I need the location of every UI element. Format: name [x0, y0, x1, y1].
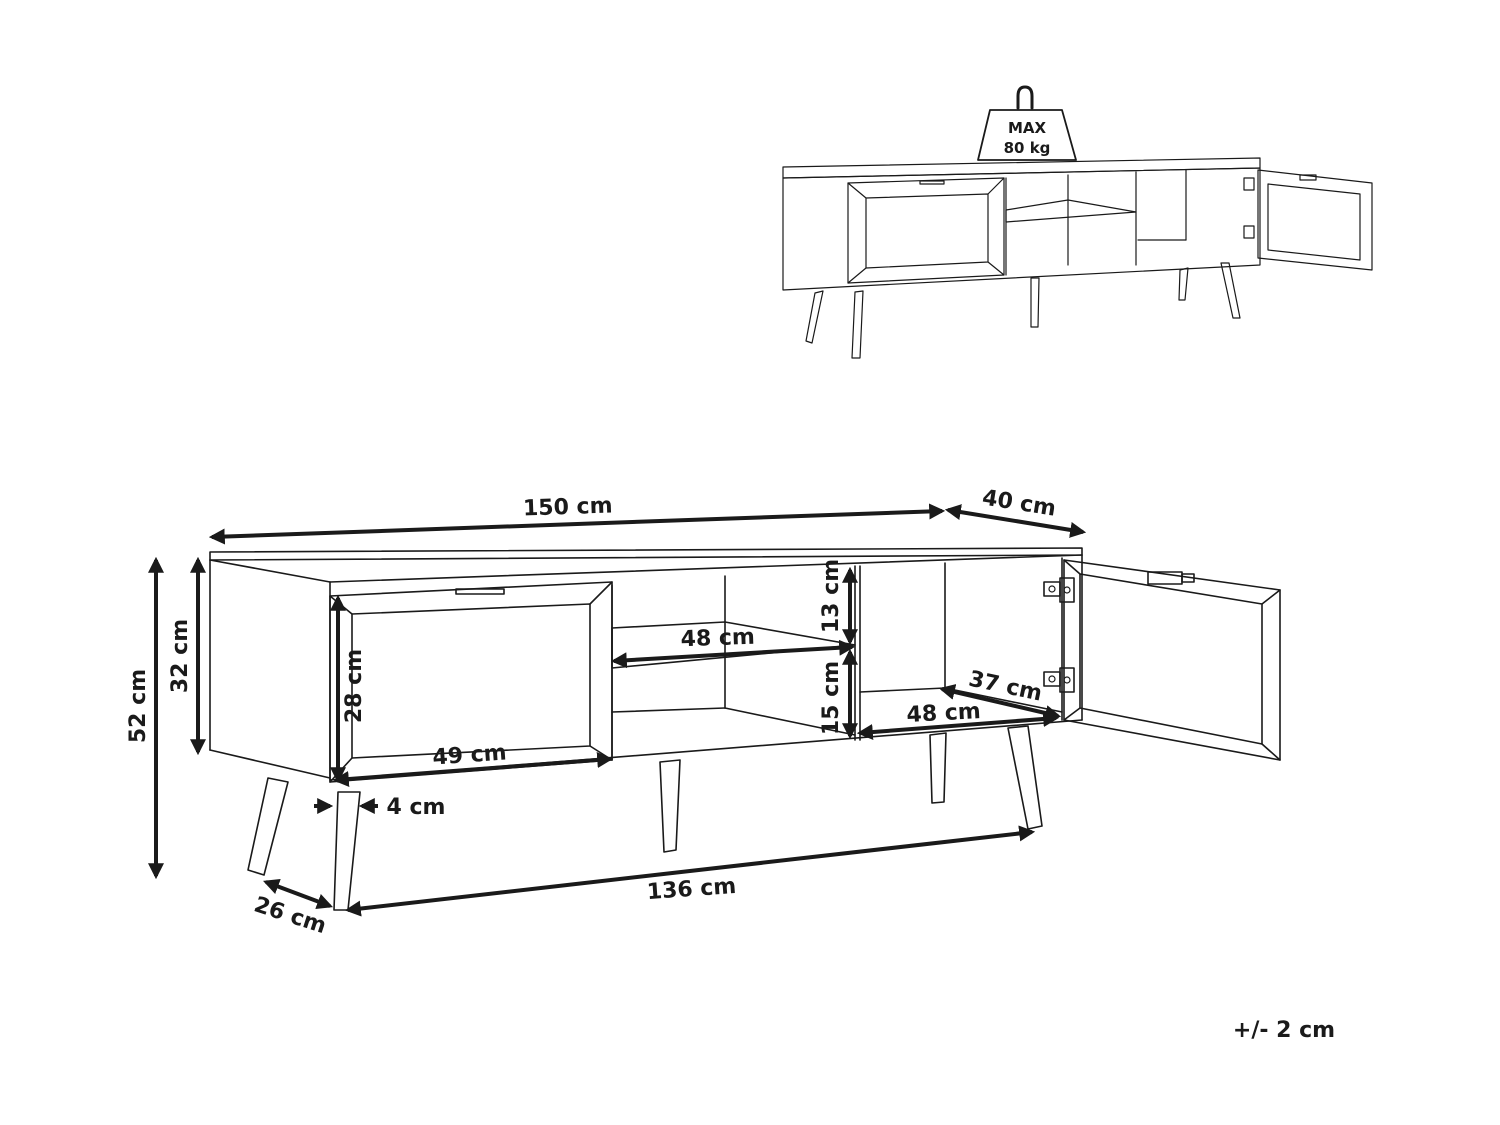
label-total-height: 52 cm: [126, 669, 151, 743]
label-shelf-width: 48 cm: [680, 625, 755, 653]
weight-label-value: 80 kg: [1004, 139, 1051, 157]
label-door-height: 28 cm: [342, 649, 367, 723]
hinge-upper: [1043, 577, 1075, 603]
dim-arrow-leg-depth: [263, 879, 333, 909]
dim-arrow-door-width: [332, 752, 614, 787]
label-lower-compartment-height: 15 cm: [819, 661, 844, 735]
weight-label-max: MAX: [1008, 119, 1047, 137]
label-leg-inset: 4 cm: [387, 795, 446, 820]
weight-icon: MAX 80 kg: [977, 85, 1077, 161]
tolerance-note: +/- 2 cm: [1233, 1018, 1335, 1043]
dimension-arrows: [148, 503, 1087, 917]
overview-sketch: MAX 80 kg: [782, 85, 1373, 359]
main-sketch: [209, 547, 1281, 911]
label-total-width: 150 cm: [523, 493, 613, 521]
dimension-labels: 150 cm 40 cm 52 cm 32 cm 28 cm 49 cm 48 …: [126, 485, 1058, 939]
dim-arrow-leg-span: [344, 825, 1036, 917]
dim-arrow-compartment-width: [856, 711, 1060, 740]
label-body-height: 32 cm: [168, 619, 193, 693]
label-leg-span: 136 cm: [646, 874, 737, 905]
label-door-width: 49 cm: [432, 740, 508, 770]
label-upper-compartment-height: 13 cm: [819, 559, 844, 633]
label-compartment-width: 48 cm: [906, 699, 981, 728]
dim-arrow-depth: [944, 504, 1087, 538]
hinge-lower: [1043, 667, 1075, 693]
dim-arrow-width: [208, 503, 946, 545]
dim-arrow-shelf-width: [610, 639, 856, 669]
